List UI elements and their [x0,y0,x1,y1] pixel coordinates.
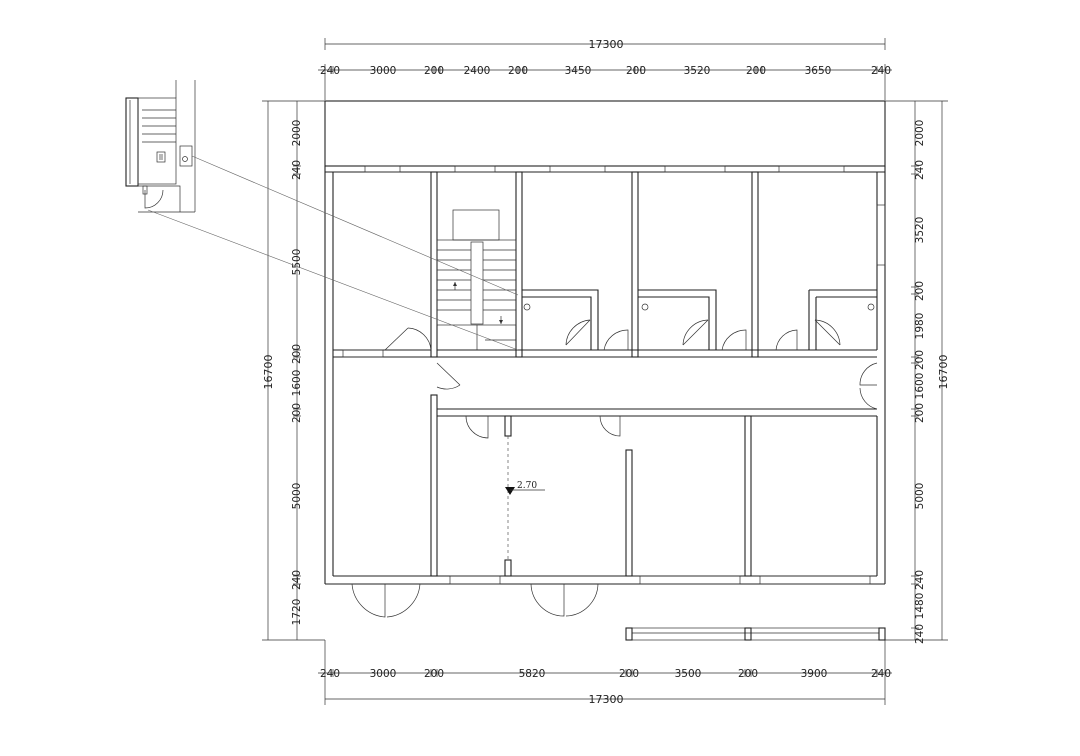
top-dimensions: 17300 240 3000 200 2400 200 3450 200 352… [318,38,892,100]
level-marker: 2.70 [505,481,545,495]
left-dim-7: 5000 [291,483,303,510]
left-total-dimension: 16700 [262,355,275,390]
top-dim-3: 200 [424,65,444,77]
right-dim-11: 1480 [914,593,926,620]
bottom-total-dimension: 17300 [589,693,624,706]
building-walls [324,100,886,641]
bottom-dim-4: 5820 [519,668,546,680]
top-dim-7: 200 [626,65,646,77]
right-dim-8: 200 [914,403,926,423]
level-mark-label: 2.70 [517,481,537,491]
bottom-dim-9: 240 [871,668,891,680]
bottom-dim-7: 200 [738,668,758,680]
right-dim-6: 200 [914,350,926,370]
right-dim-10: 240 [914,570,926,590]
right-dim-12: 240 [914,624,926,644]
fixtures [523,303,875,311]
bottom-dim-5: 200 [619,668,639,680]
right-dim-2: 240 [914,160,926,180]
top-dim-9: 200 [746,65,766,77]
staircase [436,209,517,350]
right-dim-3: 3520 [914,217,926,244]
left-dim-9: 1720 [291,599,303,626]
top-total-dimension: 17300 [589,38,624,51]
left-dimensions: 16700 2000 240 5500 200 1600 200 5000 24… [262,100,325,641]
right-dimensions: 16700 2000 240 3520 200 1980 200 1600 20… [885,100,950,644]
top-dim-11: 240 [871,65,891,77]
bottom-dim-3: 200 [424,668,444,680]
doors [351,319,878,618]
detail-inset [125,80,196,213]
left-dim-3: 5500 [291,249,303,276]
bottom-dim-8: 3900 [801,668,828,680]
bottom-dim-2: 3000 [370,668,397,680]
top-dim-10: 3650 [805,65,832,77]
right-total-dimension: 16700 [937,355,950,390]
right-dim-4: 200 [914,281,926,301]
left-dim-1: 2000 [291,120,303,147]
top-dim-8: 3520 [684,65,711,77]
left-dim-5: 1600 [291,370,303,397]
top-dim-4: 2400 [464,65,491,77]
right-dim-1: 2000 [914,120,926,147]
right-dim-5: 1980 [914,313,926,340]
top-dim-2: 3000 [370,65,397,77]
top-dim-5: 200 [508,65,528,77]
bottom-dim-6: 3500 [675,668,702,680]
bottom-dim-1: 240 [320,668,340,680]
bottom-dimensions: 240 3000 200 5820 200 3500 200 3900 240 … [318,640,892,706]
top-dim-6: 3450 [565,65,592,77]
left-dim-2: 240 [291,160,303,180]
callout-leaders [147,155,519,351]
top-dim-1: 240 [320,65,340,77]
left-dim-6: 200 [291,403,303,423]
right-dim-9: 5000 [914,483,926,510]
left-dim-4: 200 [291,344,303,364]
right-dim-7: 1600 [914,373,926,400]
left-dim-8: 240 [291,570,303,590]
